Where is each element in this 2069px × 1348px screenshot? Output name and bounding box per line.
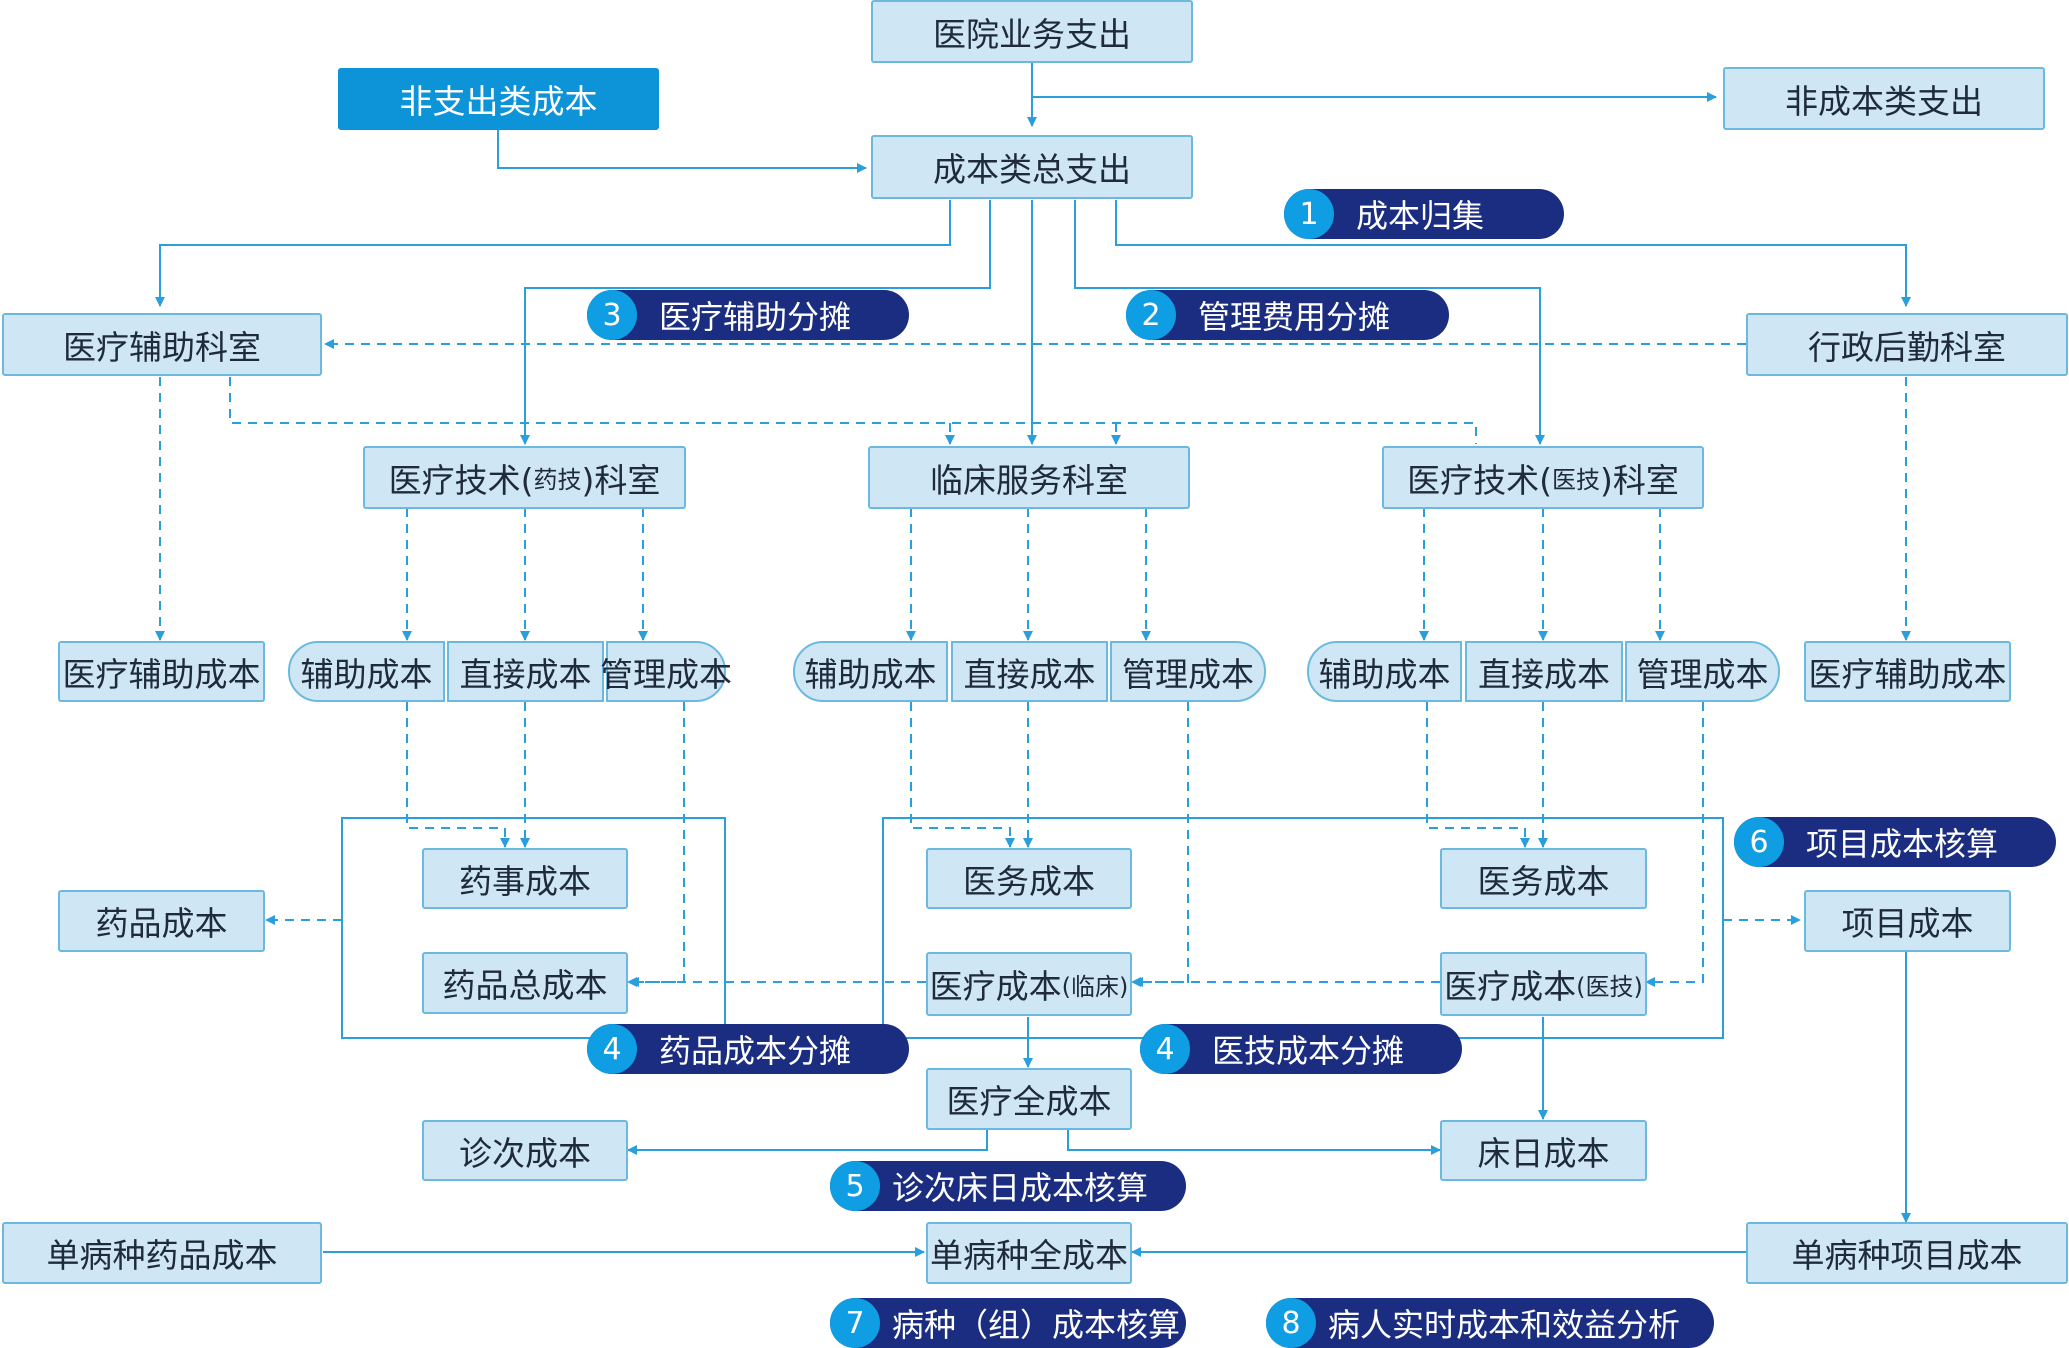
full-med-cost-node: 医疗全成本 [926,1068,1132,1130]
step-badge-4-drug: 4 药品成本分摊 [587,1024,909,1074]
edge-total-to-aux [155,200,951,307]
tech-pharm-dept-label-b: 药技 [533,466,582,494]
edge-caux-to-med [910,702,1015,848]
step-badge-8: 8 病人实时成本和效益分析 [1266,1298,1714,1348]
step-number: 8 [1266,1298,1316,1348]
step-label: 成本归集 [1356,197,1485,235]
edge-paux-to-pharmacy [406,702,510,848]
tech-med-dept-label-b: 医技 [1552,466,1600,494]
pharm-direct-cost-node: 直接成本 [447,641,604,702]
clinical-med-cost-label-b: (临床) [1061,972,1129,1001]
tech-med-dept-label-c: )科室 [1600,460,1679,500]
step-number: 1 [1284,189,1334,239]
step-number: 4 [1140,1024,1190,1074]
step-label: 管理费用分摊 [1198,298,1391,336]
step-label: 项目成本核算 [1806,825,1999,863]
step-badge-5: 5 诊次床日成本核算 [830,1161,1186,1211]
item-cost-node: 项目成本 [1804,890,2011,952]
disease-item-cost-node: 单病种项目成本 [1746,1222,2068,1284]
disease-full-cost-node: 单病种全成本 [926,1222,1132,1284]
edge-tmgmt-to-techmed [1645,702,1704,987]
pharm-aux-cost-node: 辅助成本 [288,641,445,702]
step-number: 5 [830,1161,880,1211]
step-label: 病种（组）成本核算 [892,1306,1181,1344]
hospital-expense-node: 医院业务支出 [871,0,1193,63]
step-number: 3 [587,290,637,340]
edge-full-to-bed [1067,1130,1441,1155]
step-label: 诊次床日成本核算 [892,1169,1149,1207]
non-cost-expense-node: 非成本类支出 [1723,67,2045,130]
step-badge-3: 3 医疗辅助分摊 [587,290,909,340]
step-number: 7 [830,1298,880,1348]
med-frame [882,817,1724,1039]
bed-day-cost-node: 床日成本 [1440,1120,1647,1181]
tech-med-service-cost-node: 医务成本 [1440,848,1647,909]
step-badge-1: 1 成本归集 [1284,189,1564,239]
step-label: 药品成本分摊 [659,1032,852,1070]
med-aux-dept-node: 医疗辅助科室 [2,313,322,376]
tech-aux-cost-node: 辅助成本 [1307,641,1462,702]
edge-nonexpense-to-total [497,130,867,173]
tech-direct-cost-node: 直接成本 [1465,641,1623,702]
edge-cmgmt-to-clinmed [1131,702,1189,987]
tech-pharm-dept-label-a: 医疗技术( [388,460,534,500]
edge-taux-to-med [1426,702,1530,848]
clin-aux-cost-node: 辅助成本 [793,641,948,702]
tech-med-dept-label-a: 医疗技术( [1407,460,1552,500]
edge-total-to-medtech [1074,200,1545,445]
edge-full-to-visit [627,1130,988,1155]
step-number: 6 [1734,817,1784,867]
edge-pmgmt-to-drugtotal [627,702,685,987]
drug-cost-node: 药品成本 [58,890,265,952]
edge-total-to-admin [1115,200,1911,307]
drug-total-cost-node: 药品总成本 [422,952,628,1014]
tech-pharm-dept-node: 医疗技术(药技)科室 [363,446,686,509]
clinical-med-cost-node: 医疗成本(临床) [926,952,1132,1016]
pharm-mgmt-cost-node: 管理成本 [600,641,732,702]
med-aux-cost-right-node: 医疗辅助成本 [1804,641,2011,702]
med-aux-cost-left-node: 医疗辅助成本 [58,641,265,702]
step-badge-6: 6 项目成本核算 [1734,817,2056,867]
step-label: 医疗辅助分摊 [659,298,852,336]
tech-med-cost-label-b: (医技) [1576,972,1643,1001]
clin-mgmt-cost-node: 管理成本 [1110,641,1266,702]
non-expense-cost-node: 非支出类成本 [338,68,659,130]
pharmacy-cost-node: 药事成本 [422,848,628,909]
clinical-med-service-cost-node: 医务成本 [926,848,1132,909]
clinical-dept-node: 临床服务科室 [868,446,1190,509]
edge-total-to-pharm [520,200,991,445]
step-label: 医技成本分摊 [1212,1032,1405,1070]
disease-drug-cost-node: 单病种药品成本 [2,1222,322,1284]
edge-aux-to-depts [229,377,1477,444]
tech-med-cost-label-a: 医疗成本 [1444,967,1577,1006]
tech-pharm-dept-label-c: )科室 [581,460,661,500]
step-label: 病人实时成本和效益分析 [1328,1306,1681,1344]
step-number: 2 [1126,290,1176,340]
admin-dept-node: 行政后勤科室 [1746,313,2068,376]
visit-cost-node: 诊次成本 [422,1120,628,1181]
step-number: 4 [587,1024,637,1074]
step-badge-7: 7 病种（组）成本核算 [830,1298,1186,1348]
tech-med-dept-node: 医疗技术(医技)科室 [1382,446,1704,509]
step-badge-2: 2 管理费用分摊 [1126,290,1449,340]
clin-direct-cost-node: 直接成本 [951,641,1108,702]
step-badge-4-tech: 4 医技成本分摊 [1140,1024,1462,1074]
clinical-med-cost-label-a: 医疗成本 [929,967,1062,1006]
tech-med-cost-node: 医疗成本(医技) [1440,952,1647,1016]
tech-mgmt-cost-node: 管理成本 [1625,641,1780,702]
total-cost-expense-node: 成本类总支出 [871,135,1193,199]
